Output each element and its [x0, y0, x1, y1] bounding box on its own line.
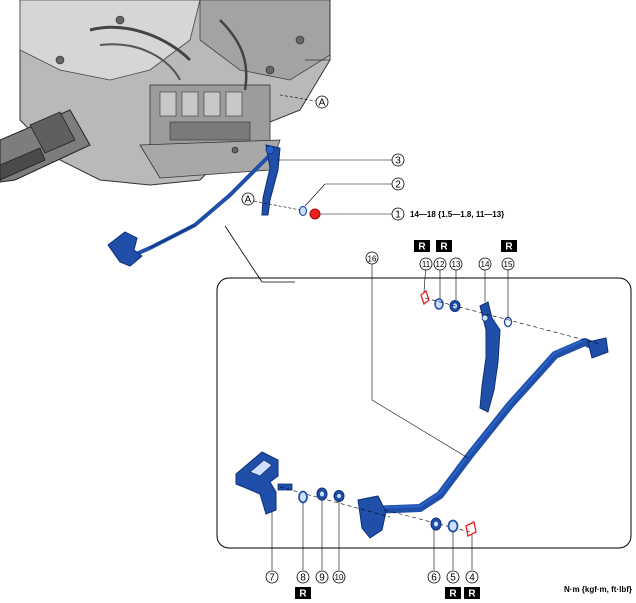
callout-leaders-top	[277, 159, 392, 215]
torque-spec: 14—18 {1.5—1.8, 11—13}	[410, 210, 504, 219]
transmission-assembly-illustration	[0, 0, 331, 186]
svg-text:7: 7	[269, 573, 275, 584]
detail-zoom-box	[216, 225, 632, 549]
callout-8: 8	[296, 570, 310, 584]
svg-text:R: R	[418, 242, 426, 253]
svg-text:3: 3	[395, 156, 401, 167]
svg-text:11: 11	[422, 260, 431, 269]
svg-text:R: R	[505, 242, 513, 253]
replace-badge-8: R	[295, 587, 311, 600]
callout-13: 13	[449, 257, 463, 271]
svg-text:10: 10	[335, 573, 344, 582]
callout-10: 10	[332, 570, 346, 584]
callout-leaders-detail	[271, 263, 509, 570]
reference-a-middle: A	[241, 192, 301, 211]
lower-small-parts	[279, 486, 477, 537]
shift-rod-detail	[357, 337, 609, 539]
svg-text:6: 6	[431, 573, 437, 584]
callout-7: 7	[265, 570, 279, 584]
torque-units-note: N·m {kgf·m, ft·lbf}	[564, 585, 632, 594]
svg-text:12: 12	[436, 260, 445, 269]
reference-a-upper-label: A	[319, 98, 326, 109]
shift-lever-detail	[479, 301, 501, 413]
svg-text:13: 13	[452, 260, 461, 269]
callout-1: 1	[391, 207, 405, 221]
upper-small-parts	[420, 289, 601, 345]
replace-badge-4: R	[464, 587, 480, 600]
replace-badge-11: R	[414, 240, 430, 253]
svg-text:16: 16	[368, 255, 377, 264]
washer-and-nut-top	[298, 205, 321, 220]
svg-text:2: 2	[395, 180, 401, 191]
reference-a-upper: A	[279, 94, 329, 109]
svg-text:R: R	[468, 589, 476, 600]
callout-12: 12	[433, 257, 447, 271]
svg-text:15: 15	[504, 260, 513, 269]
svg-text:9: 9	[319, 573, 325, 584]
callout-14: 14	[478, 257, 492, 271]
svg-text:8: 8	[300, 573, 306, 584]
callout-4: 4	[465, 570, 479, 584]
svg-text:4: 4	[469, 573, 475, 584]
svg-text:1: 1	[395, 210, 401, 221]
callout-15: 15	[501, 257, 515, 271]
svg-text:R: R	[299, 589, 307, 600]
svg-text:R: R	[440, 242, 448, 253]
callout-11: 11	[419, 257, 433, 271]
callout-3: 3	[391, 153, 405, 167]
svg-text:R: R	[449, 589, 457, 600]
reference-a-middle-label: A	[245, 195, 252, 206]
callout-6: 6	[427, 570, 441, 584]
replace-badge-5: R	[445, 587, 461, 600]
svg-text:5: 5	[450, 573, 456, 584]
callout-5: 5	[446, 570, 460, 584]
shift-lever-top-view	[107, 144, 281, 267]
replace-badge-12: R	[436, 240, 452, 253]
callout-9: 9	[315, 570, 329, 584]
replace-badge-15: R	[501, 240, 517, 253]
callout-16: 16	[365, 251, 379, 265]
svg-text:14: 14	[481, 260, 490, 269]
callout-2: 2	[391, 177, 405, 191]
mounting-bracket-detail	[235, 451, 293, 515]
